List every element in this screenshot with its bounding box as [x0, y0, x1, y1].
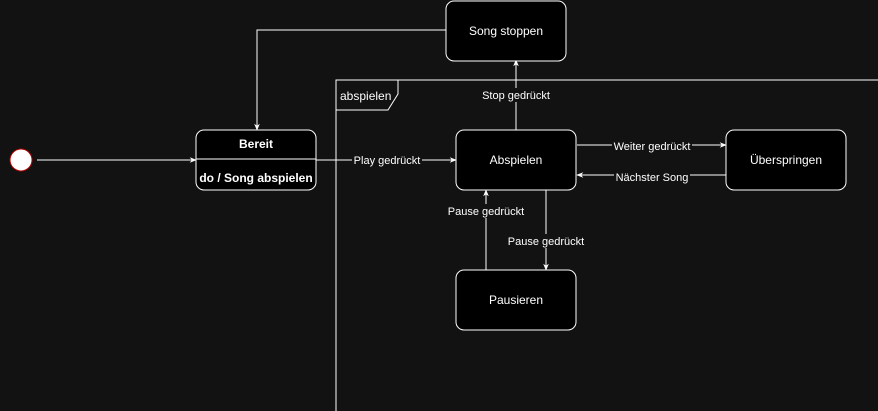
composite-state-tab: [335, 79, 399, 111]
state-bereit-title: Bereit: [239, 137, 273, 151]
state-song-stoppen[interactable]: Song stoppen: [445, 0, 567, 62]
edge-label-stop: Stop gedrückt: [480, 88, 552, 102]
state-pausieren[interactable]: Pausieren: [455, 269, 577, 331]
edge-label-weiter: Weiter gedrückt: [612, 139, 692, 153]
svg-text:Stop gedrückt: Stop gedrückt: [482, 90, 550, 102]
svg-text:Play gedrückt: Play gedrückt: [354, 155, 421, 167]
state-pausieren-label: Pausieren: [489, 293, 543, 307]
edge-label-pause-to-abspielen: Pause gedrückt: [446, 204, 526, 218]
svg-text:Pause gedrückt: Pause gedrückt: [448, 206, 524, 218]
svg-text:Nächster Song: Nächster Song: [616, 172, 689, 184]
state-abspielen[interactable]: Abspielen: [455, 129, 577, 191]
edge-label-naechster: Nächster Song: [614, 170, 690, 184]
state-bereit-activity: do / Song abspielen: [199, 171, 312, 185]
composite-state-label: abspielen: [340, 89, 391, 103]
svg-text:Pause gedrückt: Pause gedrückt: [508, 236, 584, 248]
svg-text:Weiter gedrückt: Weiter gedrückt: [614, 141, 691, 153]
state-abspielen-label: Abspielen: [490, 153, 543, 167]
state-bereit[interactable]: Bereit do / Song abspielen: [195, 129, 317, 191]
state-ueberspringen-label: Überspringen: [750, 153, 822, 167]
state-ueberspringen[interactable]: Überspringen: [725, 129, 847, 191]
initial-state-node[interactable]: [9, 148, 33, 172]
edge-label-pause-to-pausieren: Pause gedrückt: [507, 234, 586, 248]
edge-label-play: Play gedrückt: [352, 153, 422, 167]
edge-song-stoppen-to-bereit[interactable]: [254, 29, 446, 131]
state-song-stoppen-label: Song stoppen: [469, 24, 543, 38]
composite-state-abspielen[interactable]: abspielen: [335, 79, 878, 411]
